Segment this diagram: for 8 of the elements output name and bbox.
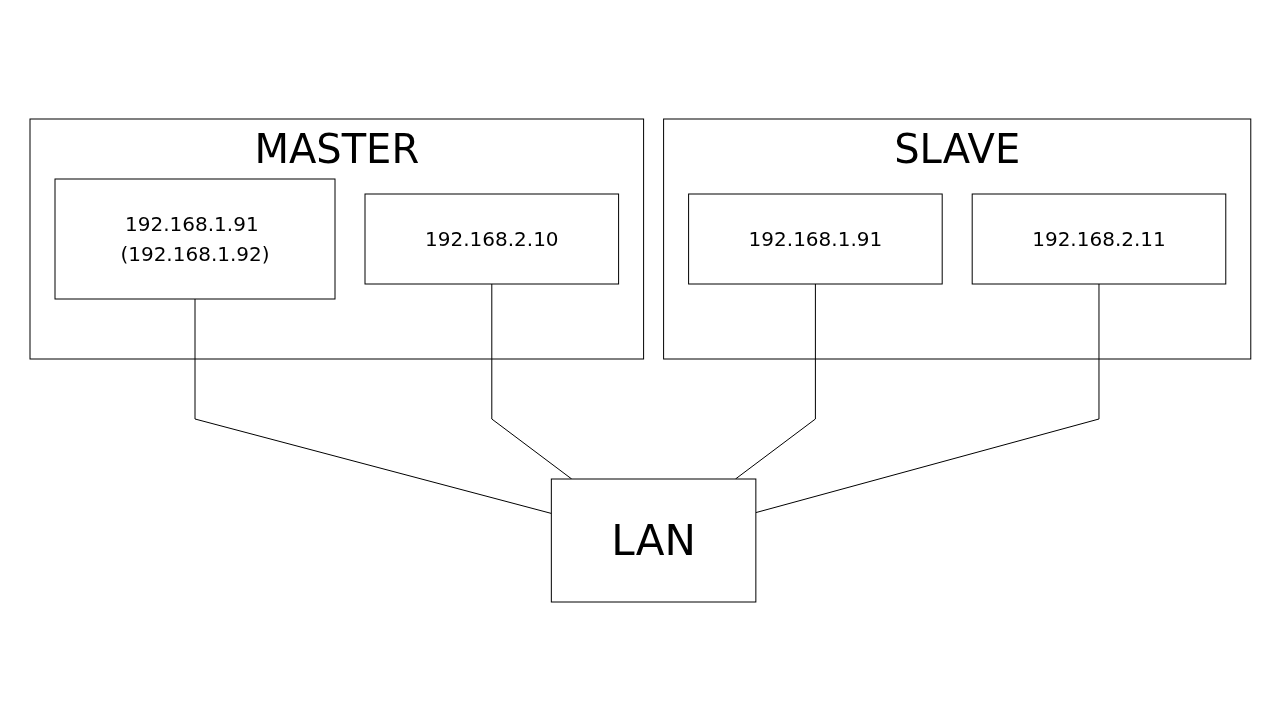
node-box: 192.168.1.91: [687, 193, 943, 284]
node-box: 192.168.2.11: [971, 193, 1226, 284]
connector: [194, 298, 552, 514]
node-box: 192.168.1.91 (192.168.1.92): [54, 178, 336, 299]
node-box: LAN: [550, 478, 756, 602]
connector: [490, 283, 572, 479]
node-box: 192.168.2.10: [364, 193, 619, 284]
connector: [754, 283, 1100, 513]
